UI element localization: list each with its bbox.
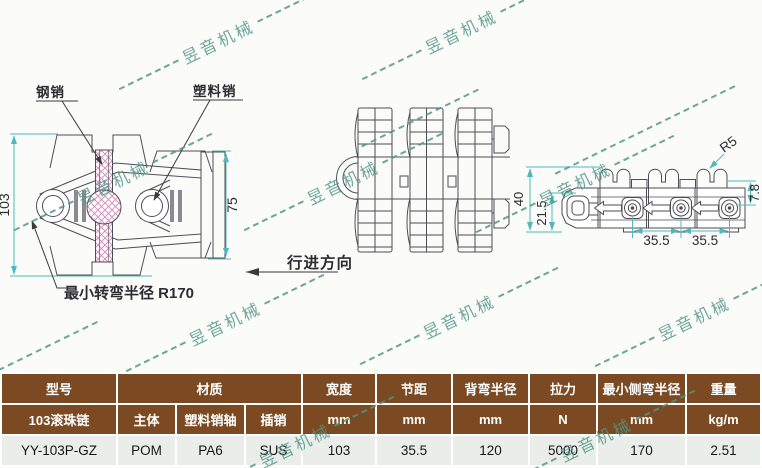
front-view-leaders: [31, 99, 243, 289]
header-tension: 拉力: [530, 374, 596, 403]
min-turn-radius-note: 最小转弯半径 R170: [64, 284, 194, 302]
value-pitch: 35.5: [377, 436, 451, 465]
travel-direction-label: 行进方向: [286, 253, 353, 272]
unit-back-bend-radius: mm: [453, 405, 528, 434]
value-back-bend-radius: 120: [453, 436, 528, 465]
unit-width: mm: [303, 405, 375, 434]
front-view-dimensions: [10, 133, 231, 277]
header-weight: 重量: [687, 374, 760, 403]
height-dim-103: 103: [0, 193, 12, 217]
side-view-dimensions: [526, 153, 756, 238]
unit-pitch: mm: [377, 405, 451, 434]
header-back-bend-radius: 背弯半径: [453, 374, 528, 403]
value-tension: 5000: [530, 436, 596, 465]
plastic-pin-label: 塑料销: [193, 83, 237, 99]
top-plan-view: [336, 107, 510, 253]
front-section-view: [36, 134, 226, 276]
value-model: YY-103P-GZ: [2, 436, 116, 465]
value-pin-material: PA6: [177, 436, 244, 465]
table-header-row-1: 型号 材质 宽度 节距 背弯半径 拉力 最小侧弯半径 重量: [2, 374, 760, 403]
value-min-side-bend-radius: 170: [598, 436, 685, 465]
steel-pin-label: 钢销: [36, 84, 65, 100]
subheader-plastic-pin-shaft: 塑料销轴: [177, 405, 244, 434]
header-pitch: 节距: [377, 374, 451, 403]
radius-dim-r5: R5: [717, 133, 740, 155]
total-height-dim-40: 40: [511, 192, 526, 206]
subheader-plug-pin: 插销: [246, 405, 301, 434]
unit-min-side-bend-radius: mm: [598, 405, 685, 434]
header-width: 宽度: [303, 374, 375, 403]
value-width: 103: [303, 436, 375, 465]
table-header-row-2: 103滚珠链 主体 塑料销轴 插销 mm mm mm N mm kg/m: [2, 405, 760, 434]
subheader-body: 主体: [118, 405, 175, 434]
side-elevation-view: [561, 168, 746, 233]
value-plug-material: SUS: [246, 436, 301, 465]
body-height-dim-21-5: 21.5: [534, 200, 549, 225]
header-model: 型号: [2, 374, 116, 403]
pitch-dim-2: 35.5: [692, 233, 718, 248]
travel-direction-arrow: [246, 268, 338, 276]
value-weight: 2.51: [687, 436, 760, 465]
header-min-side-bend-radius: 最小侧弯半径: [598, 374, 685, 403]
spec-table: 型号 材质 宽度 节距 背弯半径 拉力 最小侧弯半径 重量 103滚珠链 主体 …: [0, 372, 762, 467]
header-material: 材质: [118, 374, 301, 403]
ear-height-dim-7-8: 7.8: [747, 184, 762, 202]
subheader-series: 103滚珠链: [2, 405, 116, 434]
inner-height-dim-75: 75: [224, 197, 240, 213]
pitch-dim-1: 35.5: [643, 233, 669, 248]
unit-weight: kg/m: [687, 405, 760, 434]
value-body-material: POM: [118, 436, 175, 465]
table-data-row: YY-103P-GZ POM PA6 SUS 103 35.5 120 5000…: [2, 436, 760, 465]
unit-tension: N: [530, 405, 596, 434]
